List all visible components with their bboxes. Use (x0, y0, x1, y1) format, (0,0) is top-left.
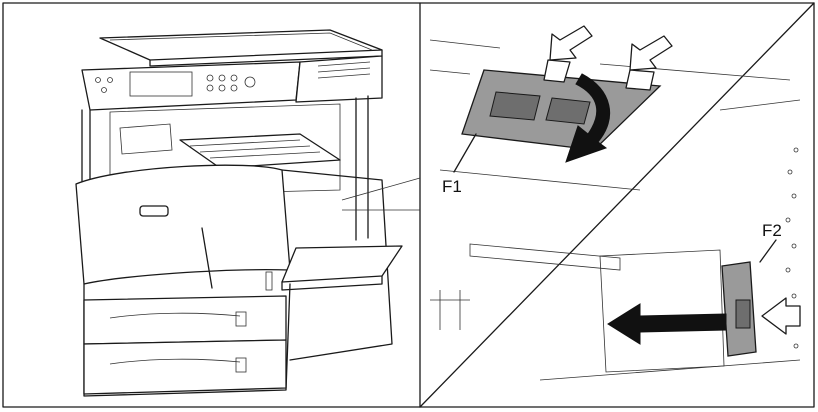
output-tray (179, 133, 341, 169)
press-arrow-icon-1 (549, 25, 593, 61)
f2-leader-line (759, 239, 777, 263)
copier-machine-illustration (75, 29, 421, 397)
cassette-1-handle (235, 311, 247, 327)
front-cover (75, 164, 291, 285)
filter-f2-detail: F2 (539, 99, 801, 381)
detail-diagonal-divider (419, 2, 815, 408)
touch-screen (129, 71, 193, 97)
press-arrow-icon-2 (629, 35, 673, 71)
f2-label: F2 (762, 221, 782, 240)
pull-arrow-icon (607, 303, 727, 345)
bypass-tray (281, 245, 403, 283)
press-arrow-icon-3 (761, 297, 801, 335)
curved-motion-arrow-icon (565, 73, 611, 163)
filter-f1-detail: F1 (429, 25, 791, 330)
document-cover (99, 29, 383, 61)
paper-cassette-2 (83, 339, 287, 395)
operation-panel (81, 61, 301, 111)
f1-label: F1 (442, 177, 462, 196)
paper-cassette-1 (83, 295, 287, 345)
filter-slot (599, 249, 725, 373)
front-cover-handle (139, 205, 169, 217)
f1-leader-line (453, 133, 477, 173)
keypad (95, 74, 256, 93)
cassette-2-handle (235, 357, 247, 373)
diagram-frame (2, 2, 815, 408)
